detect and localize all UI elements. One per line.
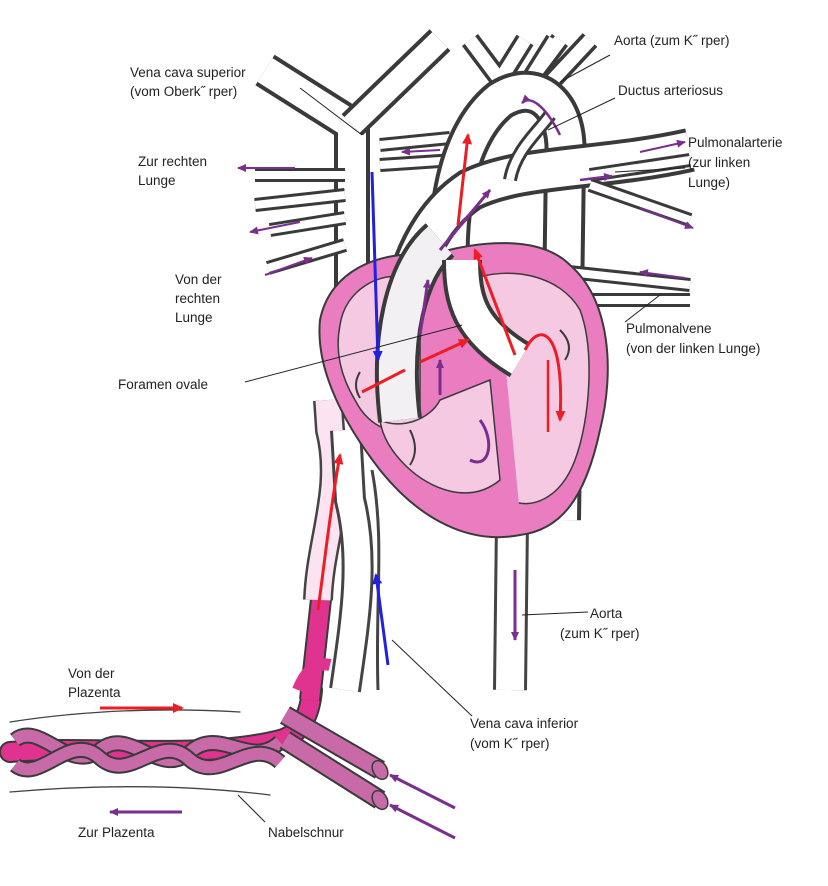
label-von-der-plazenta: Von der Plazenta (68, 666, 121, 700)
flow-svc-blue (370, 171, 383, 362)
descending-aorta (493, 519, 529, 691)
label-aorta-lower: Aorta (zum K˝ rper) (560, 606, 640, 641)
flow-lv-red (523, 333, 566, 422)
flow-ductus-purple (521, 94, 562, 136)
umbilical-arteries (10, 727, 286, 778)
vena-cava-superior (255, 29, 451, 300)
labels: Vena cava superior (vom Oberk˝ rper) Zur… (68, 33, 786, 840)
flow-umbilical-red (316, 453, 344, 611)
flow-ivc-blue (372, 573, 390, 666)
label-zur-rechten-lunge: Zur rechten Lunge (138, 154, 211, 188)
leader-lines (237, 54, 686, 823)
label-zur-plazenta: Zur Plazenta (78, 825, 155, 840)
label-vena-cava-superior: Vena cava superior (vom Oberk˝ rper) (130, 65, 249, 99)
great-artery-roots (374, 223, 531, 423)
label-vena-cava-inferior: Vena cava inferior (vom K˝ rper) (470, 716, 582, 751)
right-pulmonary-vessels (254, 131, 456, 275)
label-aorta-top: Aorta (zum K˝ rper) (614, 33, 730, 48)
flow-pulmonary-purple (418, 279, 431, 336)
flow-umbilical-artery-1 (389, 773, 456, 810)
label-foramen-ovale: Foramen ovale (118, 377, 208, 392)
flow-foramen-red (361, 368, 406, 394)
label-ductus-arteriosus: Ductus arteriosus (618, 83, 723, 98)
label-von-der-rechten-lunge: Von der rechten Lunge (175, 272, 225, 325)
label-nabelschnur: Nabelschnur (268, 825, 344, 840)
umbilical-cord (0, 588, 389, 811)
label-pulmonalvene: Pulmonalvene (von der linken Lunge) (626, 321, 760, 356)
label-pulmonalarterie: Pulmonalarterie (zur linken Lunge) (688, 135, 786, 190)
flow-arrows (100, 94, 694, 840)
flow-aorta-red (456, 133, 472, 226)
flow-umbilical-artery-2 (389, 803, 456, 840)
